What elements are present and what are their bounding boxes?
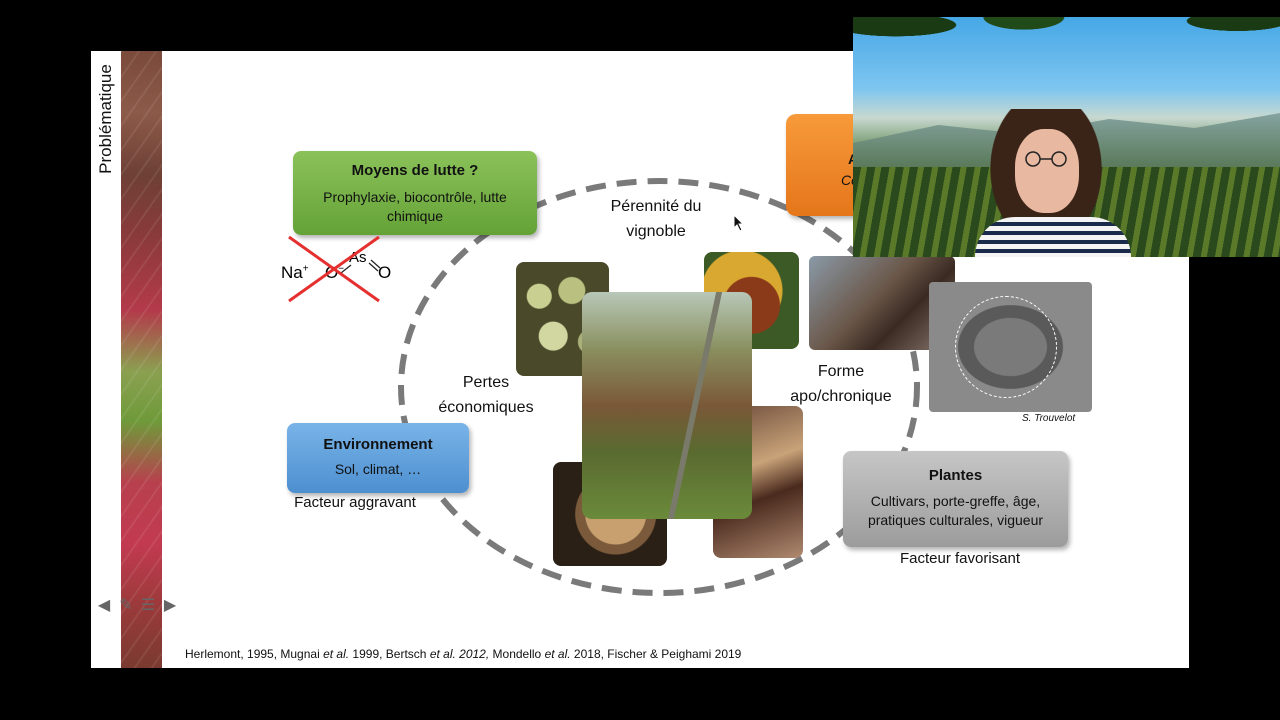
slideshow-nav: ◀ ✎ ☰ ▶ (94, 596, 180, 614)
plantes-box: Plantes Cultivars, porte-greffe, âge, pr… (843, 451, 1068, 547)
forme-line-1: Forme (817, 363, 865, 380)
moyens-de-lutte-box: Moyens de lutte ? Prophylaxie, biocontrô… (293, 151, 537, 235)
cycle-ellipse (398, 178, 920, 596)
formula-o2: O (378, 263, 392, 282)
moyens-title: Moyens de lutte ? (351, 162, 479, 179)
perennite-line-1: Pérennité du (610, 198, 702, 215)
plantes-text: Cultivars, porte-greffe, âge, pratiques … (867, 493, 1044, 528)
forbidden-cross-icon (288, 235, 380, 303)
image-credit: S. Trouvelot (1022, 413, 1076, 424)
ref-italic-3: et al. (544, 647, 571, 661)
ref-part-1: Herlemont, 1995, Mugnai (185, 647, 324, 661)
formula-na-text: Na (281, 263, 303, 282)
formula-na-sup: + (302, 263, 309, 275)
microscopy-photo (929, 282, 1092, 412)
facteur-favorisant-label: Facteur favorisant (899, 550, 1021, 567)
perennite-label: Pérennité du vignoble (586, 194, 726, 244)
presenter-shirt (975, 217, 1131, 257)
moyens-text: Prophylaxie, biocontrôle, lutte chimique (323, 189, 507, 224)
formula-na: Na+ (281, 263, 309, 283)
section-label: Problématique (91, 51, 121, 668)
forme-line-2: apo/chronique (790, 388, 892, 405)
presenter-avatar (971, 109, 1135, 257)
menu-icon[interactable]: ☰ (140, 597, 156, 614)
pertes-label: Pertes économiques (421, 370, 551, 420)
ref-part-2: 1999, Bertsch (349, 647, 430, 661)
webcam-video-feed (853, 17, 1280, 257)
pen-icon[interactable]: ✎ (119, 597, 133, 614)
forward-arrow-icon[interactable]: ▶ (163, 597, 177, 614)
environnement-text: Sol, climat, … (334, 461, 422, 477)
formula-bonds (340, 259, 381, 274)
plantes-title: Plantes (928, 467, 983, 484)
environnement-title: Environnement (323, 436, 433, 453)
ref-part-3: Mondello (489, 647, 545, 661)
ref-part-4: 2018, Fischer & Peighami 2019 (570, 647, 742, 661)
pertes-line-1: Pertes (462, 374, 510, 391)
formula-o1-sup: − (338, 263, 345, 275)
ref-italic-1: et al. (323, 647, 350, 661)
pertes-line-2: économiques (438, 399, 534, 416)
formula-as: As (349, 249, 367, 266)
forme-label: Forme apo/chronique (776, 359, 906, 409)
vineyard-decline-photo (582, 292, 752, 519)
perennite-line-2: vignoble (626, 223, 686, 240)
microscopy-highlight (955, 296, 1057, 398)
environnement-box: Environnement Sol, climat, … (287, 423, 469, 493)
mouse-cursor-icon (733, 214, 745, 232)
leaf-decoration-image (121, 51, 162, 668)
back-arrow-icon[interactable]: ◀ (97, 597, 111, 614)
webcam-tree-branches (853, 17, 1280, 97)
ref-italic-2: et al. 2012, (429, 647, 490, 661)
glasses-icon (1025, 151, 1067, 167)
facteur-aggravant-label: Facteur aggravant (294, 494, 416, 511)
presenter-face (1015, 129, 1079, 213)
references-footer: Herlemont, 1995, Mugnai et al. 1999, Ber… (185, 647, 741, 661)
